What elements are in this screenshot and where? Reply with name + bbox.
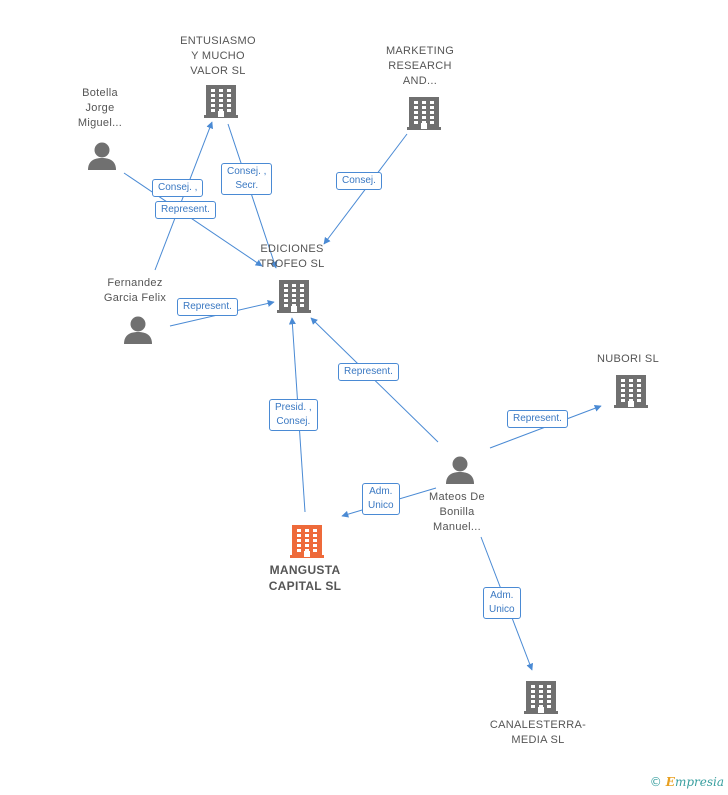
brand-initial: E [665, 775, 675, 789]
edge-label-line: Consej. [342, 175, 376, 186]
edge-label-marketing-ediciones[interactable]: Consej. [336, 172, 382, 190]
brand-name: mpresia [674, 775, 724, 789]
label-line: Bonilla [439, 506, 475, 518]
edge-label-fernandez-ediciones[interactable]: Represent. [177, 298, 238, 316]
building-icon-entusiasmo[interactable] [204, 85, 238, 118]
edge-label-line: Unico [368, 500, 394, 511]
edge-label-line: Represent. [183, 301, 232, 312]
edge-entusiasmo-ediciones [227, 123, 278, 269]
person-icon-mateos[interactable] [446, 456, 474, 485]
node-label-botella[interactable]: Botella Jorge Miguel... [60, 86, 140, 131]
label-line: Botella [82, 87, 118, 99]
label-line: Mateos De [429, 491, 485, 503]
label-line: Jorge [85, 102, 115, 114]
building-icon-marketing[interactable] [407, 97, 441, 130]
node-label-nubori[interactable]: NUBORI SL [588, 352, 668, 367]
edge-label-mateos-ediciones[interactable]: Represent. [338, 363, 399, 381]
label-line: CANALESTERRA- [489, 719, 587, 731]
label-line: MANGUSTA [269, 563, 341, 577]
edge-label-botella-ediciones[interactable]: Represent. [155, 201, 216, 219]
edge-label-line: Adm. [369, 486, 393, 497]
label-line: Manuel... [433, 521, 481, 533]
node-label-mangusta[interactable]: MANGUSTA CAPITAL SL [245, 562, 365, 594]
label-line: CAPITAL SL [268, 579, 342, 593]
node-label-mateos[interactable]: Mateos De Bonilla Manuel... [407, 490, 507, 535]
node-label-fernandez[interactable]: Fernandez Garcia Felix [85, 276, 185, 306]
copyright-icon: © [649, 775, 662, 789]
label-line: MEDIA SL [511, 734, 565, 746]
edge-label-line: Consej. , [227, 166, 267, 177]
edge-label-mangusta-ediciones[interactable]: Presid. , Consej. [269, 399, 318, 431]
edge-label-line: Secr. [235, 180, 259, 191]
edge-label-line: Presid. , [275, 402, 312, 413]
person-icon-fernandez[interactable] [124, 316, 152, 345]
building-icon-mangusta[interactable] [290, 525, 324, 558]
label-line: Y MUCHO [191, 50, 245, 62]
building-icon-nubori[interactable] [614, 375, 648, 408]
label-line: EDICIONES [260, 243, 324, 255]
building-icon-ediciones[interactable] [277, 280, 311, 313]
edge-label-line: Represent. [513, 413, 562, 424]
label-line: RESEARCH [388, 60, 452, 72]
edge-label-entusiasmo-ediciones[interactable]: Consej. , Secr. [221, 163, 273, 195]
edge-botella-ediciones [123, 172, 263, 267]
person-icon-botella[interactable] [88, 142, 116, 171]
edge-label-line: Represent. [344, 366, 393, 377]
edge-label-mateos-canalesterra[interactable]: Adm. Unico [483, 587, 521, 619]
label-line: VALOR SL [190, 65, 246, 77]
label-line: NUBORI SL [597, 353, 659, 365]
node-label-ediciones[interactable]: EDICIONES TROFEO SL [242, 242, 342, 272]
node-label-marketing[interactable]: MARKETING RESEARCH AND... [370, 44, 470, 89]
node-icons [88, 85, 648, 714]
label-line: Garcia Felix [103, 292, 167, 304]
edge-label-botella-entusiasmo[interactable]: Consej. , [152, 179, 204, 197]
label-line: Miguel... [77, 117, 123, 129]
edge-label-line: Consej. , [158, 182, 198, 193]
label-line: TROFEO SL [259, 258, 325, 270]
label-line: ENTUSIASMO [180, 35, 256, 47]
label-line: MARKETING [385, 45, 455, 57]
node-label-entusiasmo[interactable]: ENTUSIASMO Y MUCHO VALOR SL [168, 34, 268, 79]
building-icon-canalesterra[interactable] [524, 681, 558, 714]
edge-label-mateos-nubori[interactable]: Represent. [507, 410, 568, 428]
footer-brand: ©Empresia [650, 775, 724, 789]
edge-label-line: Unico [489, 604, 515, 615]
edge-label-mateos-mangusta[interactable]: Adm. Unico [362, 483, 400, 515]
edge-label-line: Represent. [161, 204, 210, 215]
node-label-canalesterra[interactable]: CANALESTERRA- MEDIA SL [478, 718, 598, 748]
edge-label-line: Consej. [276, 416, 311, 427]
label-line: Fernandez [107, 277, 163, 289]
edge-label-line: Adm. [490, 590, 514, 601]
label-line: AND... [402, 75, 438, 87]
